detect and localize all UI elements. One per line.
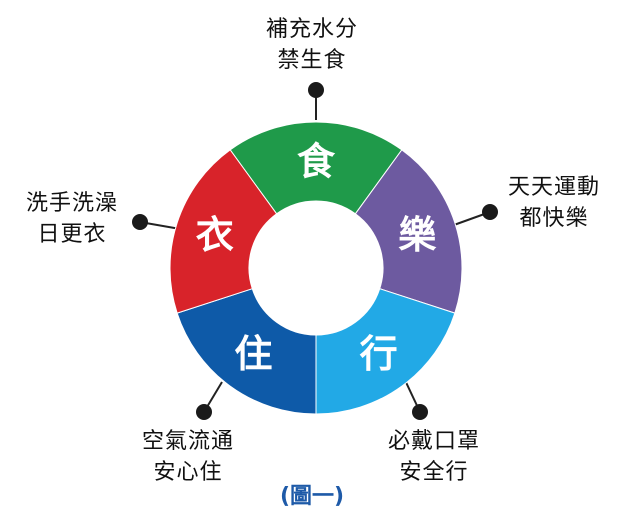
connector-dot-live <box>196 404 212 420</box>
segment-label-music: 樂 <box>398 213 437 257</box>
callout-live-line2: 安心住 <box>153 460 223 485</box>
callout-live-line1: 空氣流通 <box>141 429 234 454</box>
callout-food-line2: 禁生食 <box>277 48 347 73</box>
callout-travel-line2: 安全行 <box>399 460 469 485</box>
segment-label-cloth: 衣 <box>196 213 234 257</box>
connector-dot-cloth <box>132 214 148 230</box>
callout-cloth-line1: 洗手洗澡 <box>25 191 118 216</box>
callout-music: 天天運動 都快樂 <box>496 172 612 234</box>
segment-label-travel: 行 <box>360 332 398 376</box>
callout-travel: 必戴口罩 安全行 <box>376 426 492 488</box>
segment-label-live: 住 <box>234 332 272 376</box>
figure-caption: (圖一) <box>279 484 345 509</box>
ring-center-hole <box>249 201 383 335</box>
connector-dot-music <box>482 204 498 220</box>
callout-food: 補充水分 禁生食 <box>254 14 370 76</box>
callout-food-line1: 補充水分 <box>265 17 358 42</box>
connector-dot-travel <box>412 404 428 420</box>
callout-music-line1: 天天運動 <box>507 175 600 200</box>
callout-travel-line1: 必戴口罩 <box>387 429 480 454</box>
connector-dot-food <box>308 82 324 98</box>
segment-label-food: 食 <box>297 140 336 184</box>
callout-live: 空氣流通 安心住 <box>130 426 246 488</box>
callout-music-line2: 都快樂 <box>519 206 589 231</box>
callout-cloth-line2: 日更衣 <box>37 222 107 247</box>
callout-cloth: 洗手洗澡 日更衣 <box>14 188 130 250</box>
